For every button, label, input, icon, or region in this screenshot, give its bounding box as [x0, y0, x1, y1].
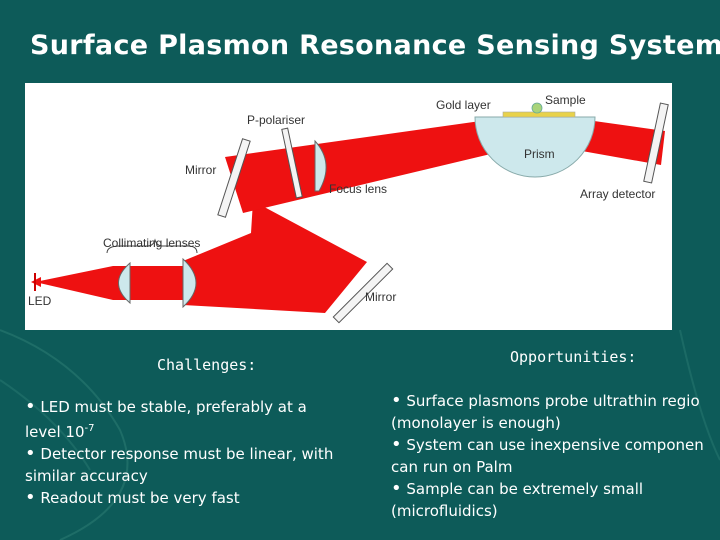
sample-drop	[531, 102, 543, 114]
prism	[474, 116, 596, 178]
label-mirror-top: Mirror	[185, 163, 216, 177]
challenges-heading: Challenges:	[157, 356, 257, 374]
collimating-lens-right	[182, 257, 197, 309]
challenges-list: • LED must be stable, preferably at a le…	[25, 396, 370, 509]
opportunity-item-cont: (microfluidics)	[391, 502, 498, 520]
mirror-bottom	[332, 262, 394, 324]
array-detector	[643, 102, 669, 184]
opportunities-heading: Opportunities:	[510, 348, 637, 366]
collimating-brace	[106, 238, 198, 254]
opportunity-item: • Surface plasmons probe ultrathin regio	[391, 390, 700, 411]
spr-diagram: Gold layer Sample P-polariser Prism Mirr…	[25, 83, 672, 330]
opportunities-list: • Surface plasmons probe ultrathin regio…	[391, 390, 720, 522]
label-sample: Sample	[545, 93, 586, 107]
opportunity-item: • System can use inexpensive componen	[391, 434, 704, 455]
challenge-item: • Readout must be very fast	[25, 487, 240, 508]
challenge-item: • LED must be stable, preferably at a	[25, 396, 307, 417]
opportunity-item: • Sample can be extremely small	[391, 478, 644, 499]
mirror-top	[217, 138, 251, 218]
light-beam	[35, 113, 665, 313]
challenge-item: • Detector response must be linear, with	[25, 443, 334, 464]
opportunity-item-cont: (monolayer is enough)	[391, 414, 561, 432]
opportunity-item-cont: can run on Palm	[391, 458, 513, 476]
p-polariser	[281, 127, 303, 199]
challenge-item-cont: similar accuracy	[25, 467, 148, 485]
label-focus-lens: Focus lens	[329, 182, 387, 196]
label-array-detector: Array detector	[580, 187, 655, 201]
led-source	[31, 273, 41, 291]
label-prism: Prism	[524, 147, 555, 161]
collimating-lens-left	[118, 261, 131, 305]
label-mirror-bottom: Mirror	[365, 290, 396, 304]
challenge-item-cont: level 10-7	[25, 423, 95, 441]
label-gold-layer: Gold layer	[436, 98, 491, 112]
label-led: LED	[28, 294, 52, 308]
label-collimating-lenses: Collimating lenses	[103, 236, 200, 250]
focus-lens	[314, 139, 327, 192]
label-p-polariser: P-polariser	[247, 113, 305, 127]
page-title: Surface Plasmon Resonance Sensing System	[30, 30, 720, 61]
